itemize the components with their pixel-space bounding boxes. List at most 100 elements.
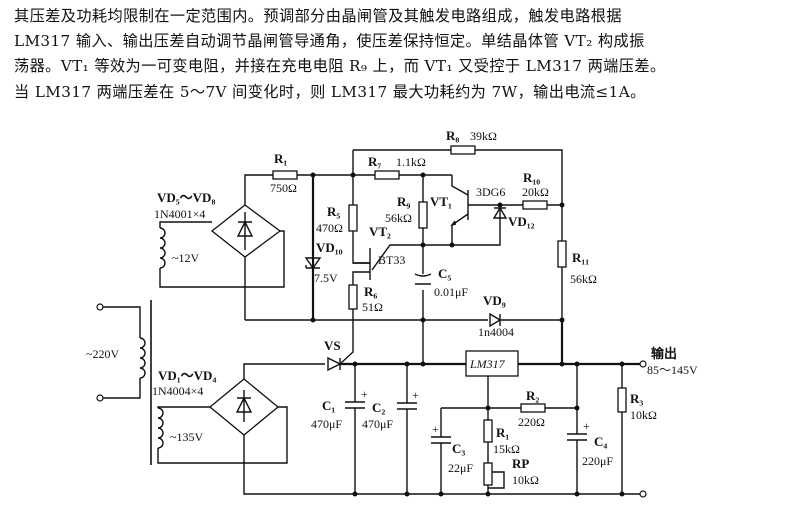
R9-label: R₉ xyxy=(397,194,410,209)
C4-value: 220μF xyxy=(582,454,613,468)
resistor-R6 xyxy=(348,284,358,310)
capacitor-C5-icon xyxy=(414,273,432,285)
VD9-label: VD₉ xyxy=(483,293,506,308)
C4-label: C₄ xyxy=(594,434,607,449)
C2-value: 470μF xyxy=(362,417,393,431)
RP-label: RP xyxy=(512,456,529,471)
R10-value: 20kΩ xyxy=(522,185,549,199)
mains-voltage-label: ~220V xyxy=(86,347,119,361)
resistor-R5 xyxy=(348,204,358,232)
C1-label: C₁ xyxy=(322,398,335,413)
zener-VD10-icon xyxy=(304,257,322,270)
bridge-rectifier-upper xyxy=(210,204,282,258)
plus-sign: + xyxy=(361,387,368,401)
output-terminal-positive xyxy=(639,360,647,368)
secondary-winding-135v xyxy=(157,407,164,449)
bridge-diode-icon xyxy=(236,212,254,250)
LM317-label: LM317 xyxy=(469,357,506,371)
capacitor-C2-icon xyxy=(397,364,417,494)
VT2-part: BT33 xyxy=(378,253,405,267)
R1-adjust-value: 15kΩ xyxy=(493,442,520,456)
R8-value: 39kΩ xyxy=(470,129,497,143)
VS-label: VS xyxy=(324,338,341,353)
bridge-lower-part: 1N4004×4 xyxy=(152,384,203,398)
R9-value: 56kΩ xyxy=(385,211,412,225)
resistor-R7 xyxy=(374,170,400,180)
mains-terminal-top xyxy=(96,303,104,311)
adjust-network: R₂ 220Ω + C₃ 22μF R₁ 15kΩ RP 10kΩ + C₄ 2… xyxy=(431,364,657,497)
primary-winding xyxy=(139,337,146,379)
C1-value: 470μF xyxy=(311,417,342,431)
capacitor-C1-icon xyxy=(345,364,365,494)
R11-value: 56kΩ xyxy=(570,272,597,286)
resistor-R9 xyxy=(418,201,428,229)
R8-label: R₈ xyxy=(446,128,459,143)
RP-value: 10kΩ xyxy=(512,473,539,487)
VD10-value: 7.5V xyxy=(314,271,338,285)
C3-value: 22μF xyxy=(448,461,473,475)
VD9-part: 1n4004 xyxy=(478,325,514,339)
R11-label: R₁₁ xyxy=(572,250,589,265)
resistor-R2 xyxy=(520,403,546,413)
bridge-lower-ac: ~135V xyxy=(170,430,203,444)
mains-terminal-bottom xyxy=(96,394,104,402)
C5-label: C₅ xyxy=(438,266,451,281)
thyristor-VS-icon xyxy=(327,356,342,372)
C2-label: C₂ xyxy=(372,400,385,415)
C5-value: 0.01μF xyxy=(434,285,468,299)
R6-value: 51Ω xyxy=(362,300,383,314)
R3-label: R₃ xyxy=(630,391,643,406)
R1-label: R₁ xyxy=(274,151,287,166)
resistor-R11 xyxy=(557,240,567,268)
bridge-upper-part: 1N4001×4 xyxy=(154,207,205,221)
R2-label: R₂ xyxy=(526,388,539,403)
description-line: LM317 输入、输出压差自动调节晶闸管导通角，使压差保持恒定。单结晶体管 VT… xyxy=(14,32,645,51)
R10-label: R₁₀ xyxy=(523,170,540,185)
bridge-upper: R₁ 750Ω VD₅～VD₈ 1N4001×4 ~12V xyxy=(154,151,313,320)
bridge-lower: VD₁～VD₄ 1N4004×4 ~135V xyxy=(152,363,640,495)
VT1-part: 3DG6 xyxy=(476,185,505,199)
VD10-label: VD₁₀ xyxy=(316,240,343,255)
trigger-circuit: VD₁₀ 7.5V R₅ 470Ω R₈ 39kΩ R₇ 1.1kΩ R₉ 56… xyxy=(245,128,597,339)
LM317-regulator xyxy=(465,350,519,377)
R1-adjust-label: R₁ xyxy=(496,425,509,440)
R5-value: 470Ω xyxy=(316,221,343,235)
bridge-diode-icon xyxy=(235,390,253,422)
plus-sign: + xyxy=(583,419,590,433)
capacitor-C4-icon xyxy=(567,364,587,494)
plus-sign: + xyxy=(432,422,439,436)
main-rail: VS + C₁ 470μF + C₂ 470μF LM317 输出 85～145… xyxy=(311,320,698,498)
output-terminal-ground xyxy=(639,490,647,498)
VD12-label: VD₁₂ xyxy=(508,214,535,229)
R7-label: R₇ xyxy=(368,154,381,169)
description-paragraph: 其压差及功耗均限制在一定范围内。预调部分由晶闸管及其触发电路组成，触发电路根据 … xyxy=(14,4,784,105)
description-line: 荡器。VT₁ 等效为一可变电阻，并接在充电电阻 R₉ 上，而 VT₁ 又受控于 … xyxy=(14,57,666,76)
R6-label: R₆ xyxy=(364,284,377,299)
R2-value: 220Ω xyxy=(518,415,545,429)
resistor-R3 xyxy=(617,387,627,413)
plus-sign: + xyxy=(412,388,419,402)
ujt-VT2-icon xyxy=(352,244,423,285)
potentiometer-RP xyxy=(483,462,493,486)
resistor-R10 xyxy=(522,200,548,210)
bridge-upper-ac: ~12V xyxy=(172,251,199,265)
resistor-R1 xyxy=(272,170,298,180)
R3-value: 10kΩ xyxy=(630,408,657,422)
bridge-lower-name: VD₁～VD₄ xyxy=(158,368,216,383)
VT2-label: VT₂ xyxy=(369,224,391,239)
secondary-winding-12v xyxy=(159,227,166,269)
description-line: 其压差及功耗均限制在一定范围内。预调部分由晶闸管及其触发电路组成，触发电路根据 xyxy=(14,7,622,25)
mains-input: ~220V xyxy=(86,300,152,465)
transistor-VT1-icon xyxy=(451,175,500,245)
resistor-R1-adjust xyxy=(483,419,493,443)
resistor-R8 xyxy=(450,145,476,155)
bridge-upper-name: VD₅～VD₈ xyxy=(157,190,215,205)
output-label: 输出 xyxy=(651,346,677,361)
capacitor-C3-icon xyxy=(431,408,451,494)
diode-VD9-icon xyxy=(489,312,502,328)
diode-VD12-icon xyxy=(492,206,508,219)
R1-value: 750Ω xyxy=(270,181,297,195)
R5-label: R₅ xyxy=(327,204,340,219)
R7-value: 1.1kΩ xyxy=(396,155,426,169)
